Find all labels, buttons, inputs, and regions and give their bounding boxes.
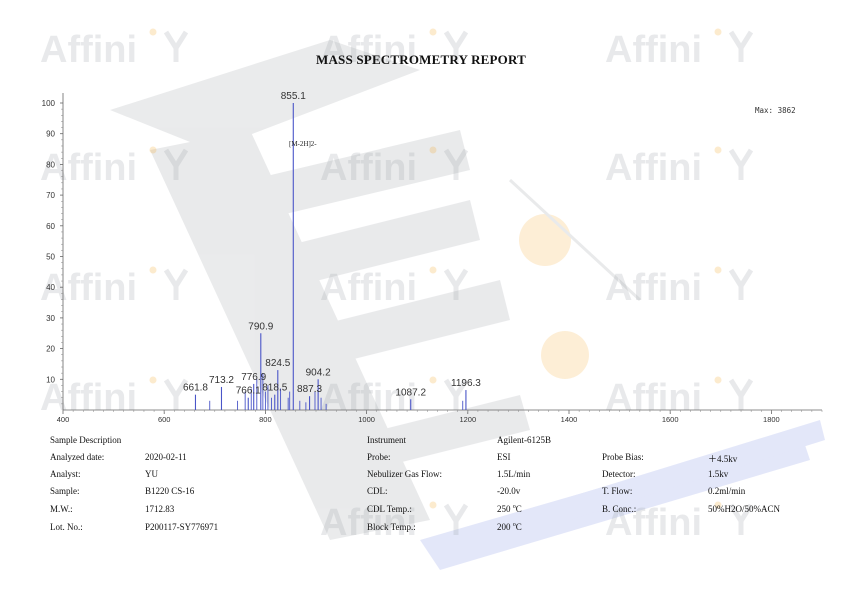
instrument-value: 250 oC xyxy=(497,504,522,514)
instrument-heading: Instrument xyxy=(367,435,406,445)
instrument-value: ESI xyxy=(497,452,511,462)
cdl-temp-number: 250 xyxy=(497,504,511,514)
peak-label: 776.9 xyxy=(241,372,266,383)
chart-axes: 10 20 30 40 50 60 70 80 90 100 400 600 800 1000 1200 14… xyxy=(42,93,823,424)
x-tick-label: 1400 xyxy=(561,415,578,424)
chart-peaks xyxy=(194,103,467,410)
instrument-value: 1.5kv xyxy=(708,469,729,479)
peak-label: 766.1 xyxy=(236,386,261,397)
instrument-label: Probe Bias: xyxy=(602,452,644,462)
instrument-label: CDL: xyxy=(367,486,388,496)
instrument-value: 1.5L/min xyxy=(497,469,531,479)
y-tick-label: 40 xyxy=(46,283,55,292)
x-tick-label: 600 xyxy=(158,415,171,424)
instrument-value: ＋4.5kv xyxy=(708,454,738,464)
sample-value: YU xyxy=(145,469,158,479)
sample-value: 1712.83 xyxy=(145,504,175,514)
peak-label: 904.2 xyxy=(306,367,331,378)
watermark-logo-dot xyxy=(429,501,437,509)
instrument-label: Detector: xyxy=(602,469,636,479)
instrument-label: CDL Temp.: xyxy=(367,504,412,514)
sample-value: P200117-SY776971 xyxy=(145,522,219,532)
peak-label: 855.1 xyxy=(281,91,306,102)
x-tick-label: 800 xyxy=(259,415,272,424)
y-tick-label: 60 xyxy=(46,222,55,231)
sample-label: Lot. No.: xyxy=(50,522,83,532)
peak-label: 1196.3 xyxy=(451,378,481,389)
x-tick-label: 1200 xyxy=(459,415,476,424)
y-tick-label: 90 xyxy=(46,130,55,139)
sample-value: B1220 CS-16 xyxy=(145,486,195,496)
watermark-blue-band xyxy=(420,430,810,570)
x-tick-label: 1600 xyxy=(662,415,679,424)
instrument-label: Block Temp.: xyxy=(367,522,416,532)
peak-annotation: [M-2H]2- xyxy=(289,140,317,148)
sample-value: 2020-02-11 xyxy=(145,452,187,462)
instrument-model: Agilent-6125B xyxy=(497,435,551,445)
x-tick-label: 1800 xyxy=(763,415,780,424)
instrument-label: B. Conc.: xyxy=(602,504,637,514)
peak-label: 790.9 xyxy=(248,321,273,332)
x-tick-label: 1000 xyxy=(358,415,375,424)
x-tick-label: 400 xyxy=(57,415,70,424)
sample-label: Sample: xyxy=(50,486,80,496)
mass-spectrum-chart: 10 20 30 40 50 60 70 80 90 100 400 600 800 1000 1200 14… xyxy=(42,91,823,424)
y-tick-label: 70 xyxy=(46,191,55,200)
peak-label: 818.5 xyxy=(262,383,287,394)
instrument-value: -20.0v xyxy=(497,486,521,496)
sample-label: M.W.: xyxy=(50,504,73,514)
peak-label: 713.2 xyxy=(209,375,234,386)
peak-label: 1087.2 xyxy=(395,387,426,398)
instrument-label: T. Flow: xyxy=(602,486,633,496)
peak-label: 661.8 xyxy=(183,383,208,394)
max-intensity-label: Max: 3862 xyxy=(755,106,796,115)
sample-label: Analyzed date: xyxy=(50,452,105,462)
sample-label: Analyst: xyxy=(50,469,81,479)
sample-heading: Sample Description xyxy=(50,435,122,445)
y-tick-label: 50 xyxy=(46,253,55,262)
instrument-label: Nebulizer Gas Flow: xyxy=(367,469,442,479)
report-title: MASS SPECTROMETRY REPORT xyxy=(316,52,526,67)
peak-label: 824.5 xyxy=(265,358,290,369)
y-tick-label: 80 xyxy=(46,160,55,169)
peak-label: 887.3 xyxy=(297,384,322,395)
instrument-value: 200 oC xyxy=(497,522,522,532)
block-temp-number: 200 xyxy=(497,522,511,532)
block-temp-unit: C xyxy=(515,522,522,532)
instrument-value: 0.2ml/min xyxy=(708,486,746,496)
instrument-label: Probe: xyxy=(367,452,391,462)
y-tick-label: 20 xyxy=(46,345,55,354)
cdl-temp-unit: C xyxy=(515,504,522,514)
instrument-value: 50%H2O/50%ACN xyxy=(708,504,780,514)
y-tick-label: 100 xyxy=(42,99,56,108)
y-tick-label: 10 xyxy=(46,375,55,384)
y-tick-label: 30 xyxy=(46,314,55,323)
watermark-logo-y-icon xyxy=(443,503,469,535)
